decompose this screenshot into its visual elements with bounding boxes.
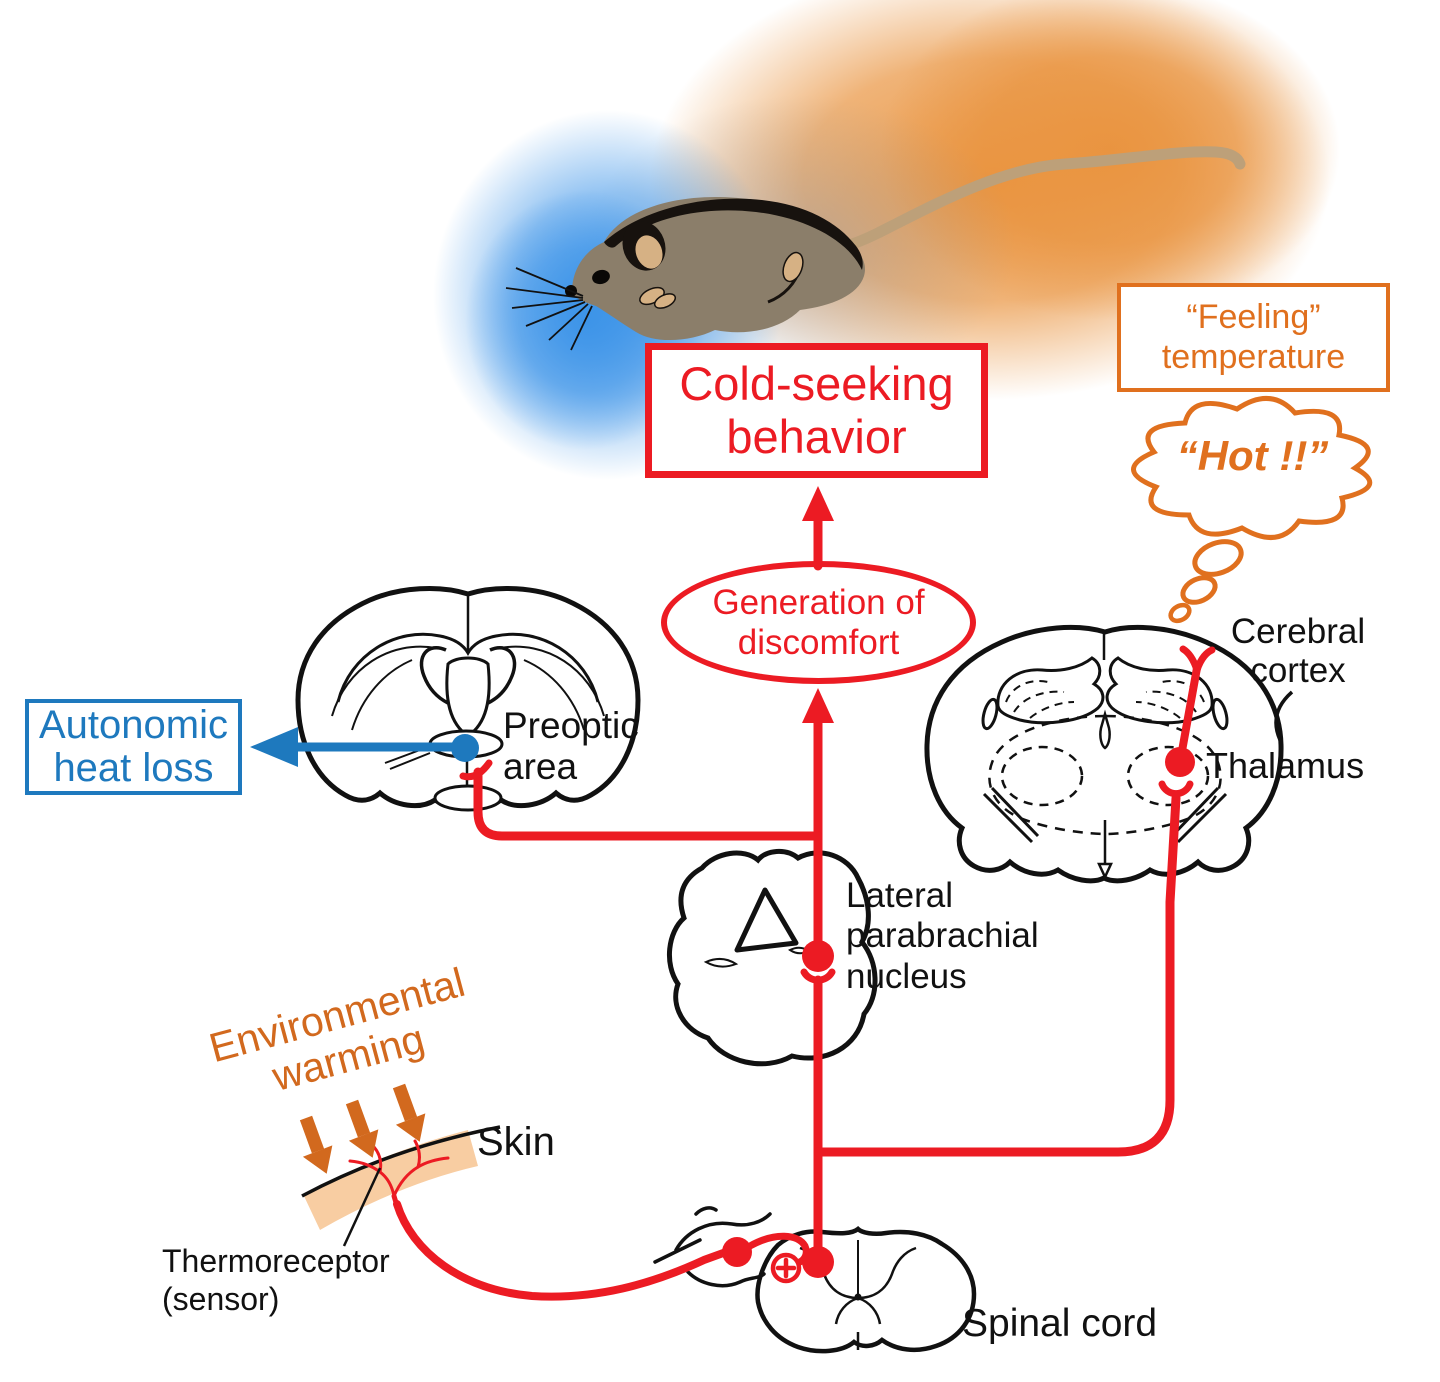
thalamus-cup-terminal: [1158, 780, 1194, 798]
autonomic-arrow-blue: [250, 727, 455, 767]
arrow-into-ellipse: [802, 688, 834, 723]
spinal-cord-section: [755, 1225, 977, 1354]
autonomic-heat-loss-box: Autonomic heat loss: [25, 699, 242, 795]
thermoreceptor-pointer-line: [342, 1167, 382, 1247]
ganglion-output-hook: [746, 1232, 810, 1267]
brainstem-section: [666, 849, 878, 1067]
thought-cloud: [1131, 395, 1373, 540]
thalamus-neuron-dot: [1165, 747, 1195, 777]
ventricle-horn-right: [487, 646, 517, 705]
corpus-callosum: [336, 632, 600, 703]
mouse-hind-foot: [782, 251, 804, 283]
lateral-parabrachial-nucleus-label: Lateral parabrachial nucleus: [846, 876, 1039, 996]
mouse-back-stripe: [604, 198, 863, 270]
skin-surface-line: [301, 1125, 501, 1198]
skin-band: [303, 1130, 478, 1230]
cortex-pointer-curve: [1274, 690, 1294, 741]
ventricle-horn-left: [419, 646, 449, 705]
thermoreceptor-label: Thermoreceptor (sensor): [162, 1243, 390, 1317]
neuron-dots: [451, 734, 1195, 1278]
mouse-whiskers: [505, 267, 593, 351]
generation-of-discomfort-ellipse: Generation of discomfort: [661, 561, 976, 684]
preoptic-t-terminal: [459, 759, 493, 781]
third-ventricle-spike: [1099, 709, 1111, 750]
pons-outline: [666, 849, 878, 1067]
preoptic-area-label: Preoptic area: [503, 705, 639, 788]
dorsal-root-ganglion: [653, 1206, 772, 1288]
cold-seeking-behavior-box: Cold-seeking behavior: [645, 343, 988, 478]
hot-thought-text: “Hot !!”: [1176, 432, 1329, 479]
warming-arrows-icon: [299, 1083, 426, 1174]
fourth-ventricle-triangle: [734, 887, 799, 953]
spinal-neuron-dot: [802, 1246, 834, 1278]
afferent-nerve-line: [393, 1200, 730, 1301]
autonomic-arrow-head: [250, 727, 298, 767]
feeling-temperature-box: “Feeling” temperature: [1117, 283, 1390, 392]
thought-trail-bubble-3: [1168, 602, 1192, 624]
cerebral-cortex-label: Cerebral cortex: [1230, 612, 1366, 691]
mouse-ear-inner: [635, 235, 663, 269]
arrow-into-box: [802, 486, 834, 521]
skin-illustration: [301, 1125, 501, 1247]
preoptic-neuron-dot: [451, 734, 479, 762]
parabrachial-neuron-dot: [802, 940, 834, 972]
preoptic-branch-line: [473, 767, 823, 841]
third-ventricle-region: [445, 656, 491, 738]
parabrachial-cup-terminal: [800, 968, 836, 984]
neural-pathways-red: [393, 486, 1216, 1301]
thalamus-label: Thalamus: [1206, 745, 1365, 786]
thought-trail-bubble-1: [1192, 539, 1244, 577]
mouse-eye: [592, 269, 610, 285]
spinal-outline: [755, 1225, 977, 1354]
cortex-fork-terminal: [1179, 645, 1216, 674]
thalamic-branch-line: [813, 793, 1181, 1157]
spinal-cord-label: Spinal cord: [962, 1302, 1158, 1345]
mouse-tail: [794, 146, 1246, 258]
thalamocortical-axon: [1176, 664, 1201, 766]
ganglion-neuron-dot: [722, 1237, 752, 1267]
mouse-front-paw-2: [653, 293, 677, 309]
skin-label: Skin: [477, 1120, 555, 1164]
excitatory-synapse-icon: [770, 1252, 802, 1284]
mouse-illustration: [505, 146, 1246, 351]
thought-trail-bubble-2: [1180, 575, 1218, 605]
hippocampus-left: [996, 656, 1105, 725]
optic-chiasm: [433, 784, 503, 812]
thought-bubble-icon: [1131, 395, 1373, 624]
